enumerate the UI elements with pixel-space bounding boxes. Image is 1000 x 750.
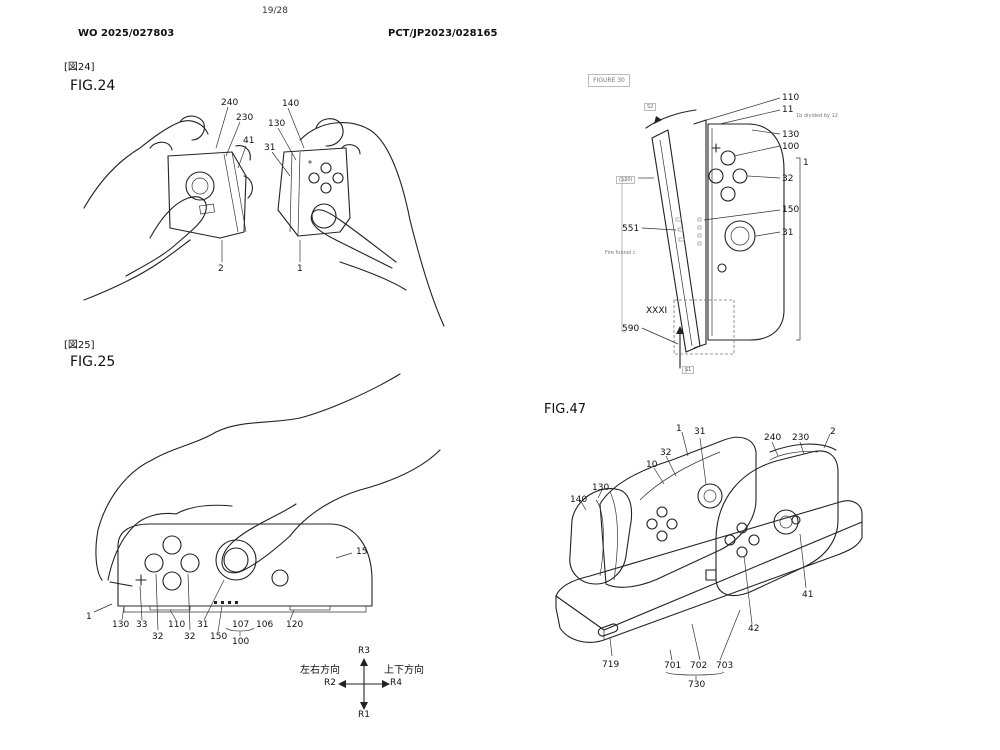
fig24-drawing [83, 106, 445, 327]
ref-label: 1 [676, 424, 682, 434]
direction-up: R3 [358, 646, 370, 656]
ref-label: 110 [782, 93, 800, 103]
ref-label: 110 [168, 620, 186, 630]
fig25-title: FIG.25 [70, 354, 116, 370]
direction-left: R2 [324, 678, 336, 688]
ref-label: S1 [682, 366, 695, 374]
ref-label: 32 [152, 632, 164, 642]
ref-label: 41 [802, 590, 814, 600]
ref-label: 107 [232, 620, 250, 630]
ref-label: 100 [232, 637, 250, 647]
page-number: 19/28 [262, 6, 288, 16]
ref-label: 32 [660, 448, 672, 458]
ref-label: 32 [184, 632, 196, 642]
fig30-note: Fire funnel c [605, 250, 636, 256]
ref-label: 2 [830, 427, 836, 437]
ref-label: 240 [221, 98, 239, 108]
direction-right: R4 [390, 678, 402, 688]
fig25-drawing [93, 373, 441, 710]
direction-left-right-caption: 左右方向 [300, 665, 340, 676]
ref-label: S2 [644, 103, 657, 111]
ref-label: 130 [782, 130, 800, 140]
ref-label: 100 [782, 142, 800, 152]
ref-label: 590 [622, 324, 640, 334]
ref-label: 1 [803, 158, 809, 168]
ref-label: 32 [782, 174, 794, 184]
publication-number: WO 2025/027803 [78, 28, 175, 39]
ref-label: 140 [570, 495, 588, 505]
ref-label: 701 [664, 661, 682, 671]
ref-label: 130 [268, 119, 286, 129]
fig47-title: FIG.47 [544, 402, 587, 417]
ref-label: 1 [297, 264, 303, 274]
fig24-title: FIG.24 [70, 78, 116, 94]
ref-label: 120 [286, 620, 304, 630]
ref-label: 10 [646, 460, 658, 470]
ref-label: 2 [218, 264, 224, 274]
ref-label: 730 [688, 680, 706, 690]
fig30-drawing [621, 97, 801, 374]
ref-label: 230 [792, 433, 810, 443]
ref-label: 31 [694, 427, 706, 437]
ref-label: 702 [690, 661, 708, 671]
ref-label: (530) [616, 176, 636, 184]
ref-label: 703 [716, 661, 734, 671]
ref-label: 150 [782, 205, 800, 215]
ref-label: 31 [197, 620, 209, 630]
ref-label: XXXI [646, 306, 668, 316]
ref-label: 130 [112, 620, 130, 630]
fig24-tag: [図24] [64, 62, 95, 73]
direction-up-down-caption: 上下方向 [384, 665, 424, 676]
ref-label: 551 [622, 224, 640, 234]
fig25-tag: [図25] [64, 340, 95, 351]
ref-label: 11 [782, 105, 794, 115]
ref-label: 106 [256, 620, 274, 630]
ref-label: 1 [86, 612, 92, 622]
fig30-note: 1b divided by 12 [796, 113, 838, 119]
application-number: PCT/JP2023/028165 [388, 28, 498, 39]
ref-label: 15 [356, 547, 368, 557]
ref-label: 130 [592, 483, 610, 493]
fig47-drawing [555, 431, 863, 680]
ref-label: 719 [602, 660, 620, 670]
ref-label: 42 [748, 624, 760, 634]
ref-label: 140 [282, 99, 300, 109]
ref-label: 150 [210, 632, 228, 642]
ref-label: 33 [136, 620, 148, 630]
ref-label: 41 [243, 136, 255, 146]
fig30-title: FIGURE 30 [588, 74, 630, 87]
ref-label: 230 [236, 113, 254, 123]
direction-down: R1 [358, 710, 370, 720]
ref-label: 240 [764, 433, 782, 443]
ref-label: 31 [782, 228, 794, 238]
ref-label: 31 [264, 143, 276, 153]
